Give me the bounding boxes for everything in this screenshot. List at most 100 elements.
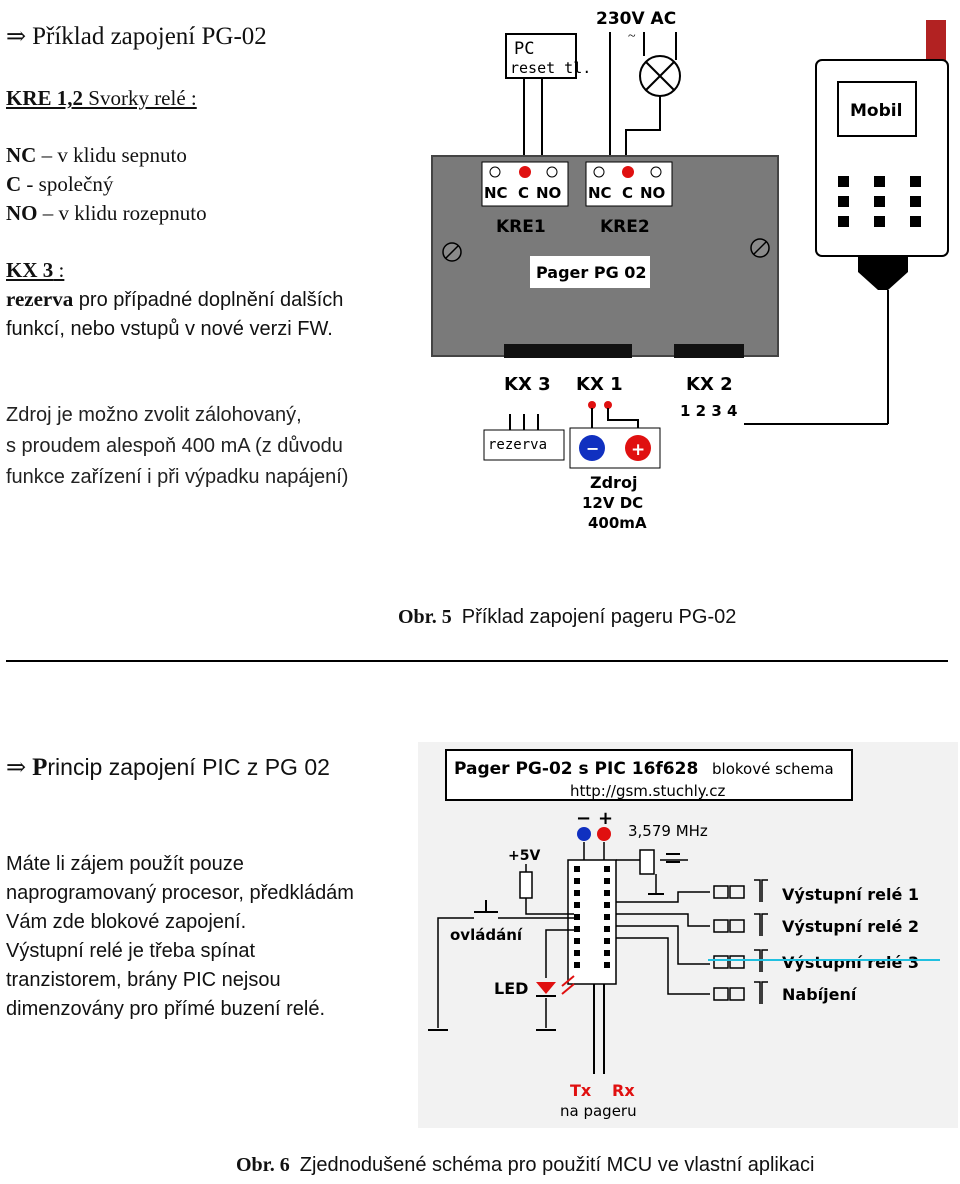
phone-connector — [858, 256, 908, 290]
ovladani-label: ovládání — [450, 926, 523, 944]
para-line-1: Máte li zájem použít pouze — [6, 853, 244, 875]
mobil-label: Mobil — [850, 101, 902, 121]
na-pageru-label: na pageru — [560, 1102, 637, 1120]
figure5-caption: Obr. 5 Příklad zapojení pageru PG-02 — [398, 606, 736, 629]
kre2-label: KRE2 — [600, 217, 650, 237]
ac-tilde: ~ — [628, 29, 636, 44]
figure6-text: Zjednodušené schéma pro použití MCU ve v… — [299, 1154, 815, 1176]
kre2-no-label: NO — [640, 184, 665, 202]
kre2-c-label: C — [622, 184, 633, 202]
kre1-nc-label: NC — [484, 184, 508, 202]
nabijeni-label: Nabíjení — [782, 985, 858, 1004]
psu-plus-label: + — [631, 440, 645, 460]
kx2-connector — [674, 344, 744, 358]
psu-minus-icon — [579, 435, 605, 461]
kre-heading: KRE 1,2 Svorky relé : — [6, 84, 197, 113]
arrow-right-icon: ⇒ — [6, 755, 27, 781]
c-line: C - společný — [6, 170, 207, 199]
zdroj-line-3: funkce zařízení i při výpadku napájení) — [6, 466, 349, 488]
kx1-label: KX 1 — [576, 374, 623, 395]
pager-wiring-diagram: PC reset tl. 230V AC ~ NC C NO KRE1 NC C… — [418, 0, 958, 540]
relay-3-label: Výstupní relé 3 — [782, 953, 919, 972]
kre2-nc-label: NC — [588, 184, 612, 202]
relay-2-label: Výstupní relé 2 — [782, 917, 919, 936]
led-icon — [536, 982, 556, 994]
c-text: - společný — [21, 172, 114, 196]
pic-block-diagram: Pager PG-02 s PIC 16f628 blokové schema … — [418, 742, 958, 1128]
kx1-pin-1 — [588, 401, 596, 409]
section1-title: Příklad zapojení PG-02 — [32, 23, 267, 50]
plus5v-label: +5V — [508, 848, 540, 864]
relay-wires — [616, 891, 710, 995]
kre2-no-pin — [650, 166, 662, 178]
kre1-c-pin — [519, 166, 531, 178]
section2-title: rincip zapojení PIC z PG 02 — [47, 754, 330, 780]
diagram2-title: Pager PG-02 s PIC 16f628 — [454, 759, 698, 779]
led-ray-2 — [561, 983, 575, 995]
kre1-label: KRE1 — [496, 217, 546, 237]
zdroj-line-1: Zdroj je možno zvolit zálohovaný, — [6, 404, 302, 426]
resistor-icon — [519, 871, 533, 899]
section2-title-first: P — [32, 754, 48, 781]
pager-label: Pager PG 02 — [536, 263, 647, 282]
rx-label: Rx — [612, 1081, 635, 1100]
phone-keypad — [838, 176, 921, 227]
para-line-4: Výstupní relé je třeba spínat — [6, 940, 256, 962]
psu-plus-icon — [625, 435, 651, 461]
kx2-label: KX 2 — [686, 374, 733, 395]
rezerva-box — [483, 429, 565, 461]
kx3-label: KX 3 — [6, 258, 54, 282]
no-text: – v klidu rozepnuto — [37, 201, 207, 225]
pc-label: PC — [514, 39, 534, 59]
phone-antenna — [926, 20, 946, 62]
diagram2-subtitle: blokové schema — [712, 760, 834, 778]
tx-label: Tx — [570, 1081, 592, 1100]
kx1-pin-2 — [604, 401, 612, 409]
kre-label: KRE 1,2 — [6, 86, 84, 110]
arrow-right-icon: ⇒ — [6, 24, 27, 50]
kx3-label: KX 3 — [504, 374, 551, 395]
screw-right-slot — [753, 241, 767, 255]
kx3-kx1-connector — [504, 344, 632, 358]
section1-heading: ⇒Příklad zapojení PG-02 — [6, 22, 267, 52]
diagram2-url: http://gsm.stuchly.cz — [570, 782, 726, 800]
rezerva-text-1: pro případné doplnění dalších — [73, 289, 344, 311]
relay-2-icon — [713, 913, 768, 936]
c-term: C — [6, 172, 22, 196]
ac-label: 230V AC — [596, 9, 676, 29]
nc-text: – v klidu sepnuto — [36, 143, 187, 167]
figure5-label: Obr. 5 — [398, 606, 452, 628]
kre-heading-text: KRE 1,2 Svorky relé : — [6, 86, 197, 110]
terminal-list: NC – v klidu sepnuto C - společný NO – v… — [6, 141, 207, 228]
pager-label-box — [530, 256, 650, 288]
kx3-heading-text: KX 3 : — [6, 258, 64, 282]
pc-reset-box — [505, 33, 577, 79]
figure6-label: Obr. 6 — [236, 1154, 290, 1176]
crystal-freq: 3,579 MHz — [628, 822, 708, 840]
kre2-c-pin — [622, 166, 634, 178]
rezerva-text-2: funkcí, nebo vstupů v nové verzi FW. — [6, 318, 333, 340]
rezerva-line: rezerva pro případné doplnění dalších — [6, 285, 343, 315]
para-line-2: naprogramovaný procesor, předkládám — [6, 882, 354, 904]
kx3-block: KX 3 : rezerva pro případné doplnění dal… — [6, 256, 343, 344]
psu-minus-label: − — [586, 439, 599, 458]
charging-relay-icon — [713, 981, 768, 1004]
zdroj-paragraph: Zdroj je možno zvolit zálohovaný, s prou… — [6, 400, 348, 493]
kre-text: Svorky relé : — [83, 86, 197, 110]
led-label: LED — [494, 979, 528, 998]
diagram2-title-box — [445, 749, 853, 801]
zdroj-voltage: 12V DC — [582, 494, 643, 512]
relay-1-label: Výstupní relé 1 — [782, 885, 919, 904]
kx2-pins-label: 1 2 3 4 — [680, 402, 737, 420]
kre1-c-label: C — [518, 184, 529, 202]
diagram2-background — [418, 742, 958, 1128]
led-wire — [545, 929, 574, 978]
r-wire-bottom — [525, 898, 574, 915]
no-term: NO — [6, 201, 38, 225]
section-divider — [6, 660, 948, 662]
kre1-no-pin — [546, 166, 558, 178]
crystal-icon — [639, 849, 655, 875]
para-line-6: dimenzovány pro přímé buzení relé. — [6, 998, 326, 1020]
vcc-plus-label: + — [598, 808, 613, 829]
kx3-colon: : — [53, 258, 65, 282]
